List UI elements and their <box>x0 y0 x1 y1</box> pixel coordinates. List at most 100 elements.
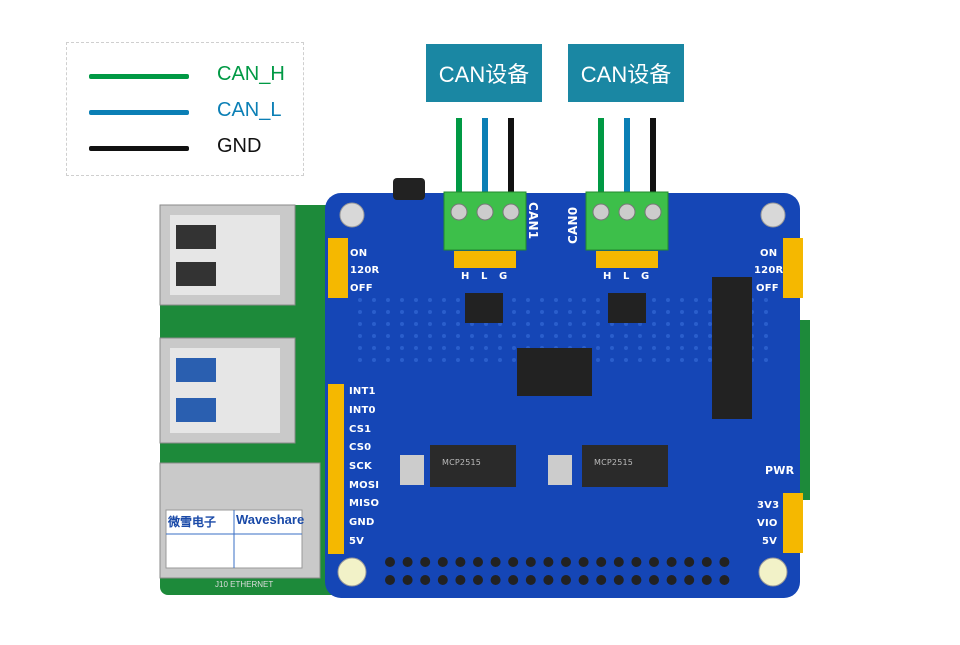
via-dot <box>582 310 586 314</box>
header-can1 <box>454 251 516 268</box>
via-dot <box>414 334 418 338</box>
via-dot <box>666 334 670 338</box>
gpio-pin <box>701 575 712 585</box>
gpio-pin <box>613 557 624 567</box>
ethernet-port <box>159 462 321 579</box>
via-dot <box>512 358 516 362</box>
via-dot <box>680 358 684 362</box>
gpio-pin <box>455 557 466 567</box>
gpio-pin <box>508 557 519 567</box>
pin-mosi: MOSI <box>349 480 380 491</box>
via-dot <box>484 358 488 362</box>
pin-header-left <box>328 384 344 554</box>
via-dot <box>694 310 698 314</box>
header-can0 <box>596 251 658 268</box>
via-dot <box>456 358 460 362</box>
via-dot <box>386 346 390 350</box>
via-dot <box>596 358 600 362</box>
via-dot <box>680 346 684 350</box>
via-dot <box>414 322 418 326</box>
via-dot <box>386 334 390 338</box>
via-dot <box>596 298 600 302</box>
via-dot <box>708 334 712 338</box>
pin-gnd: GND <box>349 517 375 528</box>
via-dot <box>680 310 684 314</box>
via-dot <box>442 358 446 362</box>
via-dot <box>624 334 628 338</box>
mount-hole-tl <box>339 202 365 228</box>
terminal-block-can0 <box>585 191 669 251</box>
via-dot <box>680 322 684 326</box>
pin-int0: INT0 <box>349 405 376 416</box>
via-dot <box>498 358 502 362</box>
via-dot <box>414 346 418 350</box>
via-dot <box>666 298 670 302</box>
via-dot <box>372 298 376 302</box>
via-dot <box>652 310 656 314</box>
gpio-pin <box>719 575 730 585</box>
crystal-1 <box>400 455 424 485</box>
can-device-2: CAN设备 <box>568 44 684 102</box>
via-dot <box>694 346 698 350</box>
via-dot <box>372 334 376 338</box>
via-dot <box>694 334 698 338</box>
via-dot <box>442 310 446 314</box>
via-dot <box>540 334 544 338</box>
gnd-label: GND <box>217 135 262 157</box>
via-dot <box>708 322 712 326</box>
brand-cn: 微雪电子 <box>168 515 217 529</box>
via-dot <box>666 358 670 362</box>
via-dot <box>554 298 558 302</box>
gpio-pin <box>437 575 448 585</box>
jumper-power <box>783 493 803 553</box>
via-dot <box>526 322 530 326</box>
via-dot <box>582 298 586 302</box>
via-dot <box>652 322 656 326</box>
via-dot <box>652 358 656 362</box>
via-dot <box>512 310 516 314</box>
gpio-pin <box>578 557 589 567</box>
can-h-label: CAN_H <box>217 63 285 85</box>
right-jumper-on: ON <box>760 248 778 259</box>
transceiver-chip-1 <box>465 293 503 323</box>
via-dot <box>442 322 446 326</box>
via-dot <box>652 334 656 338</box>
via-dot <box>540 298 544 302</box>
via-dot <box>638 334 642 338</box>
via-dot <box>512 346 516 350</box>
via-dot <box>638 346 642 350</box>
via-dot <box>386 310 390 314</box>
via-dot <box>512 334 516 338</box>
via-dot <box>372 358 376 362</box>
via-dot <box>526 298 530 302</box>
via-dot <box>358 310 362 314</box>
right-jumper-off: OFF <box>756 283 779 294</box>
can-l-wire-sample <box>89 110 189 115</box>
gpio-pin <box>684 557 695 567</box>
via-dot <box>554 310 558 314</box>
via-dot <box>582 322 586 326</box>
can1-l: L <box>481 271 488 282</box>
gpio-pin <box>684 575 695 585</box>
via-dot <box>694 322 698 326</box>
via-dot <box>428 358 432 362</box>
jumper-left <box>328 238 348 298</box>
gpio-pin <box>543 557 554 567</box>
via-dot <box>596 346 600 350</box>
gpio-pin <box>561 575 571 585</box>
can-wires <box>456 118 656 192</box>
gpio-pin <box>420 575 431 585</box>
via-dot <box>414 298 418 302</box>
center-chip <box>517 348 592 396</box>
via-dot <box>400 310 404 314</box>
via-dot <box>456 298 460 302</box>
crystal-2 <box>548 455 572 485</box>
gpio-pin <box>455 575 466 585</box>
via-dot <box>428 322 432 326</box>
via-dot <box>638 358 642 362</box>
gpio-pin <box>525 557 536 567</box>
via-dot <box>596 334 600 338</box>
gpio-header <box>385 557 730 585</box>
via-dot <box>680 334 684 338</box>
